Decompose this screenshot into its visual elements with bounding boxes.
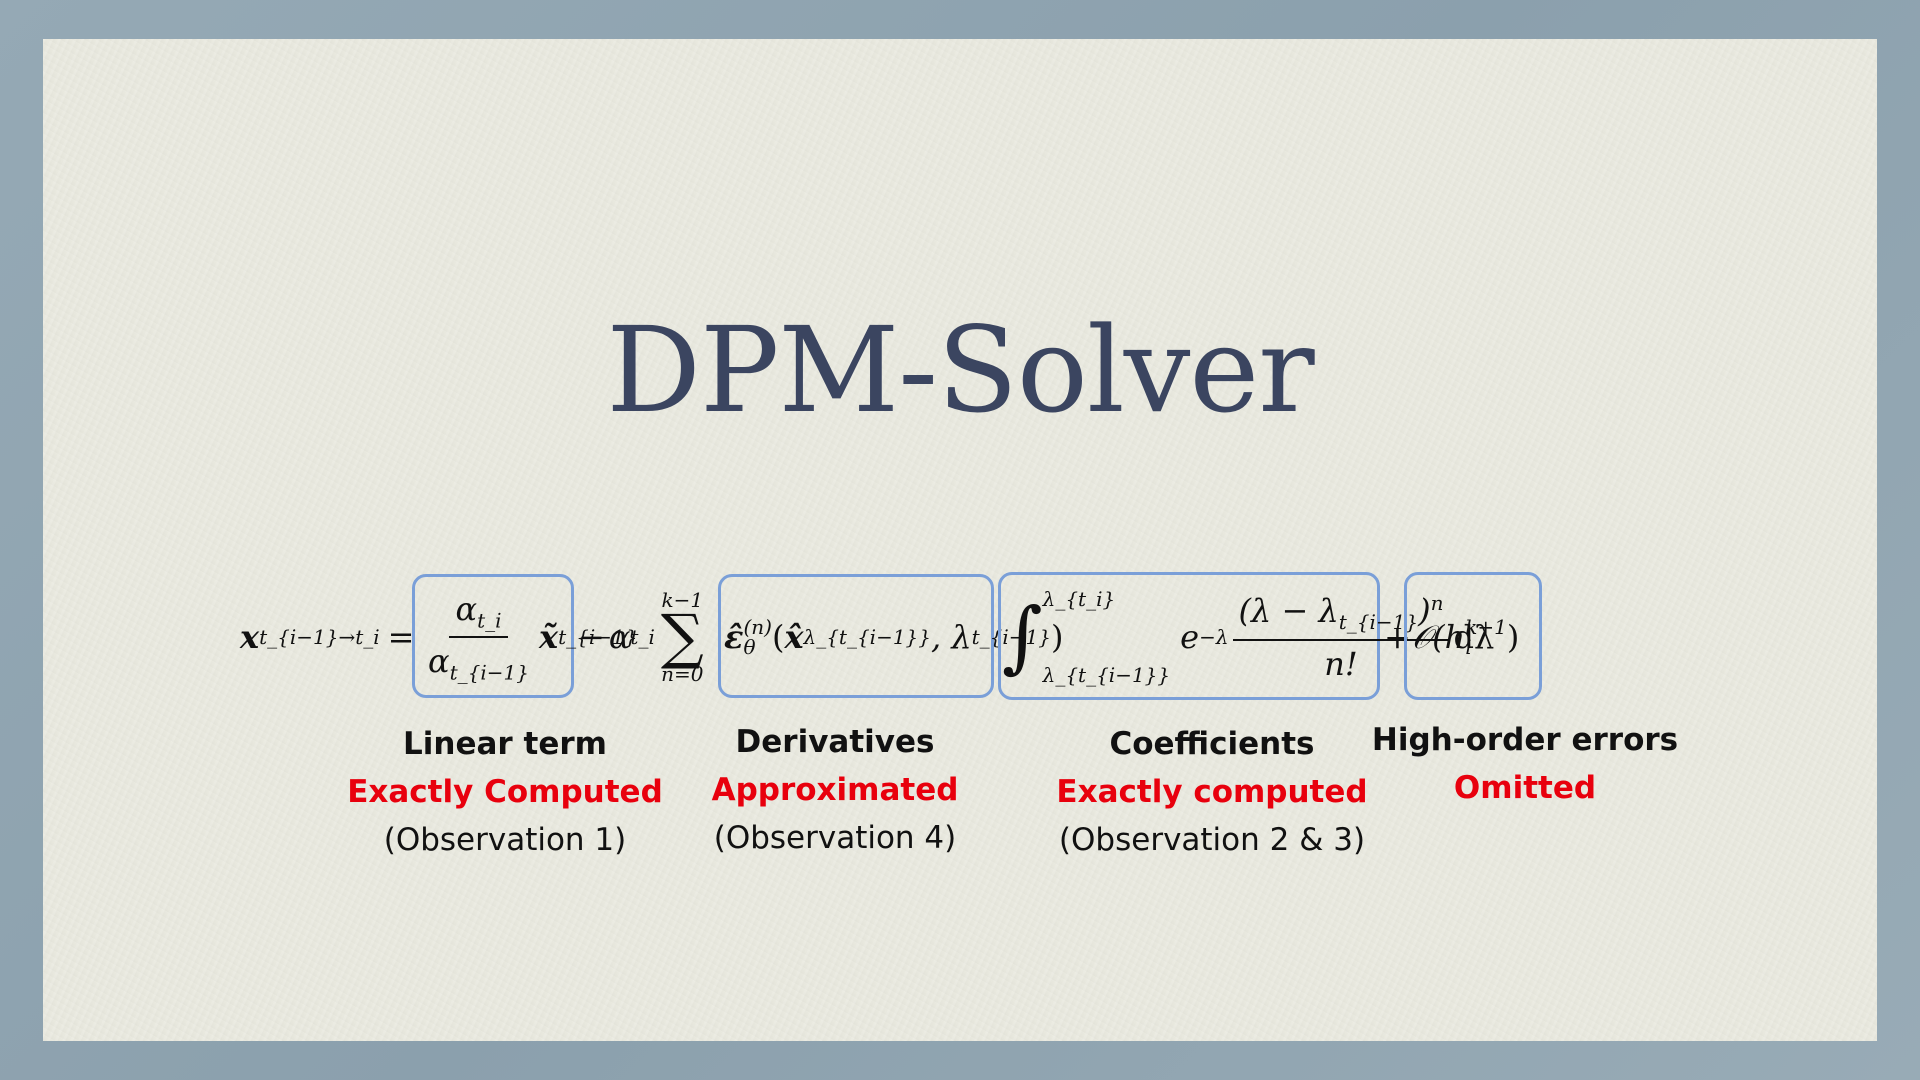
epsilon-hat: ε̂ [724,618,744,656]
linear-den-sub: t_{i−1} [449,660,529,685]
linear-fraction: αt_i αt_{i−1} [422,590,535,685]
error-close-paren: ) [1506,618,1520,656]
integral-lower-limit: λ_{t_{i−1}} [1042,663,1171,687]
coef-num-close: ) [1418,592,1431,631]
slide-canvas [43,39,1877,1041]
label-status: Omitted [1453,770,1597,806]
coef-den: n! [1324,644,1358,683]
epsilon-subscript: θ [743,635,756,659]
label-derivatives: Derivatives Approximated (Observation 4) [675,724,995,856]
label-status: Approximated [711,772,959,808]
deriv-close-paren: ) [1051,618,1064,656]
label-status: Exactly computed [1056,774,1368,810]
label-high-order-errors: High-order errors Omitted [1370,722,1680,818]
x-hat: x̂ [784,618,804,656]
sum-lower-limit: n=0 [661,662,704,686]
error-box [1404,572,1542,700]
label-observation: (Observation 2 & 3) [1058,822,1366,858]
d-lambda: dλ [1453,618,1495,656]
epsilon-superscript: (n) [743,615,772,639]
integral-upper-limit: λ_{t_i} [1042,587,1116,611]
linear-num-sub: t_i [477,608,502,632]
error-subscript: i [1465,635,1472,659]
summation: k−1 ∑ n=0 [661,588,704,686]
equals-sign: = [387,618,415,656]
label-observation: (Observation 4) [713,820,957,856]
coef-num-sup: n [1430,591,1444,616]
alpha-sub: t_i [630,625,655,649]
lhs-x: x [240,618,260,656]
label-status: Exactly Computed [347,774,663,810]
linear-den: α [428,642,450,680]
linear-term-box [412,574,574,698]
label-name: High-order errors [1371,722,1679,758]
deriv-lambda-sub: t_{i−1} [971,625,1052,649]
deriv-lambda: , λ [931,618,972,656]
deriv-open-paren: ( [771,618,785,656]
exp-superscript: −λ [1199,625,1229,649]
slide-title: DPM-Solver [606,301,1314,439]
exp-base: e [1180,618,1200,656]
label-name: Linear term [403,726,607,762]
x-hat-sub: λ_{t_{i−1}} [803,625,932,649]
label-name: Derivatives [735,724,935,760]
error-superscript: k+1 [1465,615,1507,639]
linear-num: α [455,589,478,628]
big-o: 𝒪(h [1412,617,1466,656]
linear-term: αt_i αt_{i−1} x̃t_{i−1} [418,572,637,702]
minus-sign: − [578,618,605,656]
integral-symbol: ∫ [1002,592,1043,682]
label-linear-term: Linear term Exactly Computed (Observatio… [345,726,665,858]
label-observation: (Observation 1) [383,822,627,858]
alpha-coefficient: α [608,618,631,656]
integral: ∫ λ_{t_i} λ_{t_{i−1}} [1002,587,1170,687]
coef-num: (λ − λ [1238,592,1339,631]
sum-symbol: ∑ [660,602,704,672]
coefficients-box [998,572,1380,700]
label-name: Coefficients [1109,726,1315,762]
linear-x: x̃ [538,618,559,656]
lhs-subscript: t_{i−1}→t_i [259,625,380,649]
linear-x-sub: t_{i−1} [558,625,638,649]
sum-upper-limit: k−1 [661,588,704,612]
derivatives-box [718,574,994,698]
label-coefficients: Coefficients Exactly computed (Observati… [1042,726,1382,858]
